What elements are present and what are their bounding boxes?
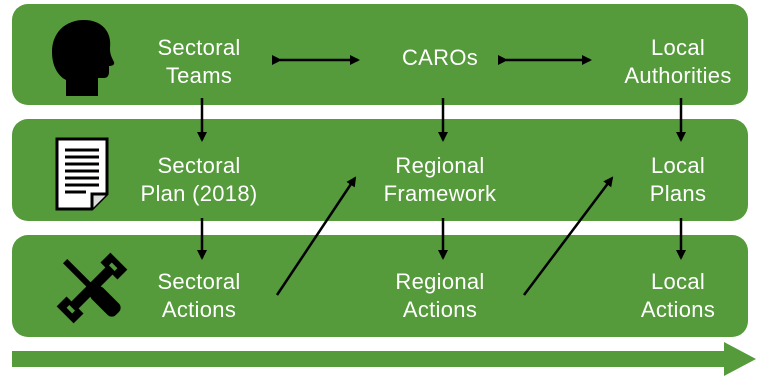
timeline-arrow-head [724, 342, 756, 376]
head-silhouette-icon [44, 18, 116, 103]
row-band-plans [12, 119, 748, 221]
wrench-screwdriver-icon [52, 248, 132, 333]
row-band-actions [12, 235, 748, 337]
label-caros: CAROs [401, 45, 479, 70]
document-icon [54, 136, 110, 217]
timeline-arrow-shaft [12, 351, 724, 367]
arrow-sectoral-actions-to-framework [275, 176, 357, 296]
arrow-regional-actions-to-local-plans [523, 176, 614, 296]
row-band-people [12, 4, 748, 105]
